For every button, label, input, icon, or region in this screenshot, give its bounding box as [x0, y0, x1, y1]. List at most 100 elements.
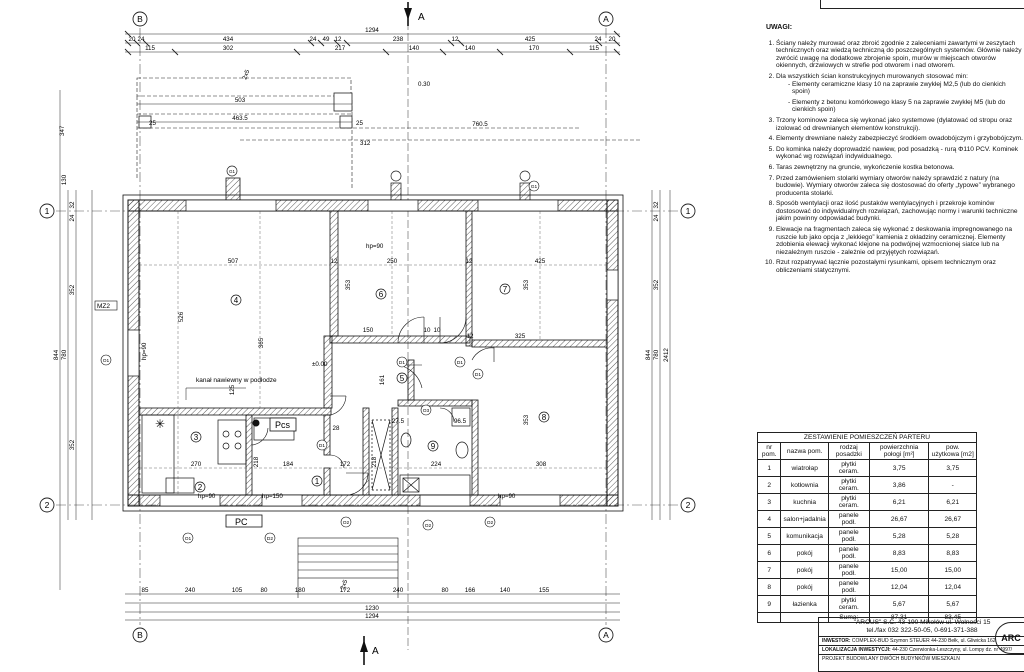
grid-label-1-left: 1 [45, 206, 50, 216]
notes-list: Ściany należy murować oraz zbroić zgodni… [752, 40, 1024, 275]
entrance-steps [297, 537, 399, 598]
investor-label: INWESTOR: [822, 638, 851, 644]
kitchen-star-icon: ✳ [155, 417, 165, 431]
svg-text:115: 115 [145, 45, 155, 52]
room-schedule-table: ZESTAWIENIE POMIESZCZEŃ PARTERU nr pom. … [756, 432, 977, 623]
svg-text:A: A [418, 12, 425, 23]
svg-text:140: 140 [465, 45, 476, 52]
dim-overall-top: 1294 [365, 27, 379, 34]
note-subitem: Elementy ceramiczne klasy 10 na zaprawie… [792, 81, 1024, 96]
note-item: Dla wszystkich ścian konstrukcyjnych mur… [776, 73, 1024, 114]
company-line: "ARCUS" S.C. 43-190 Mikołów ul. Wolności… [853, 619, 991, 626]
svg-text:270: 270 [191, 461, 202, 468]
svg-text:O3: O3 [423, 408, 430, 414]
top-dimensions [124, 30, 621, 56]
svg-text:49: 49 [323, 36, 330, 43]
svg-text:780: 780 [61, 349, 68, 360]
svg-text:12: 12 [331, 258, 338, 265]
room-numbers: 1 2 3 4 5 6 7 8 9 [194, 285, 547, 492]
svg-text:218: 218 [253, 456, 260, 467]
svg-text:85: 85 [142, 587, 149, 594]
left-dimensions [59, 90, 671, 590]
grid-label-a-bottom: A [603, 630, 609, 640]
svg-text:250: 250 [387, 258, 398, 265]
room-5: 5 [400, 374, 405, 383]
grid-label-2-right: 2 [686, 500, 691, 510]
svg-text:353: 353 [345, 279, 352, 290]
svg-text:780: 780 [653, 349, 660, 360]
level-mark: ±0.00 [312, 361, 328, 368]
windows [127, 199, 619, 507]
opening-tags [100, 180, 540, 544]
note-item: Do kominka należy doprowadzić nawiew, po… [776, 146, 1024, 161]
svg-text:218: 218 [371, 456, 378, 467]
svg-text:352: 352 [69, 284, 76, 295]
svg-text:hp=150: hp=150 [262, 493, 283, 500]
svg-text:D1: D1 [475, 372, 481, 378]
svg-text:425: 425 [535, 258, 546, 265]
svg-text:A: A [372, 646, 379, 657]
bottom-dimensions [125, 593, 620, 621]
svg-text:140: 140 [500, 587, 511, 594]
svg-text:844: 844 [53, 349, 60, 360]
floor-plan-drawing: B A B A 1 1 2 2 A A 1294 20 [39, 2, 696, 665]
svg-text:27.5: 27.5 [392, 418, 405, 425]
svg-text:463.5: 463.5 [232, 115, 248, 122]
svg-text:hp=90: hp=90 [498, 493, 516, 500]
svg-text:224: 224 [431, 461, 442, 468]
svg-text:353: 353 [523, 279, 530, 290]
note-item: Rzut rozpatrywać łącznie pozostałymi rys… [776, 259, 1024, 274]
svg-text:32: 32 [69, 201, 76, 208]
svg-text:172: 172 [340, 587, 351, 594]
svg-text:170: 170 [529, 45, 540, 52]
mz2-label: MZ2 [97, 303, 110, 310]
note-item: Elewacje na fragmentach zaleca się wykon… [776, 226, 1024, 256]
svg-text:1294: 1294 [365, 613, 379, 620]
note-sublist: Elementy ceramiczne klasy 10 na zaprawie… [776, 81, 1024, 114]
note-item: Trzony kominowe zaleca się wykonać jako … [776, 117, 1024, 132]
svg-text:1230: 1230 [365, 605, 379, 612]
grid-label-2-left: 2 [45, 500, 50, 510]
svg-text:24: 24 [310, 36, 317, 43]
svg-text:12: 12 [335, 36, 342, 43]
note-item: Elementy drewniane należy zabezpieczyć ś… [776, 135, 1024, 143]
svg-text:O1: O1 [185, 536, 192, 542]
svg-text:25: 25 [356, 120, 363, 127]
svg-text:308: 308 [536, 461, 547, 468]
svg-text:80: 80 [261, 587, 268, 594]
svg-text:10: 10 [424, 327, 431, 334]
svg-text:217: 217 [335, 45, 346, 52]
pcs-label: Pcs [275, 420, 291, 430]
room-7: 7 [503, 285, 508, 294]
note-item: Sposób wentylacji oraz ilość pustaków we… [776, 200, 1024, 223]
svg-text:115: 115 [589, 45, 599, 52]
note-item: Ściany należy murować oraz zbroić zgodni… [776, 40, 1024, 70]
company-contact: tel./fax 032 322-50-05, 0-691-371-388 [866, 627, 978, 634]
svg-text:240: 240 [185, 587, 196, 594]
svg-text:434: 434 [223, 36, 234, 43]
svg-text:20: 20 [609, 36, 616, 43]
title-frame-top [820, 0, 1024, 9]
room-1: 1 [315, 477, 320, 486]
svg-text:hp=90: hp=90 [141, 342, 148, 360]
svg-text:425: 425 [525, 36, 536, 43]
title-block: "ARCUS" S.C. 43-190 Mikołów ul. Wolności… [818, 617, 1024, 672]
chimney: G1 [225, 165, 241, 205]
svg-text:O1: O1 [103, 358, 110, 364]
room-4: 4 [234, 296, 239, 305]
svg-text:105: 105 [232, 587, 243, 594]
svg-text:24: 24 [595, 36, 602, 43]
svg-text:25: 25 [149, 120, 156, 127]
svg-text:G1: G1 [531, 184, 538, 190]
grid-label-b-bottom: B [137, 630, 143, 640]
svg-text:507: 507 [228, 258, 239, 265]
svg-text:503: 503 [235, 97, 246, 104]
